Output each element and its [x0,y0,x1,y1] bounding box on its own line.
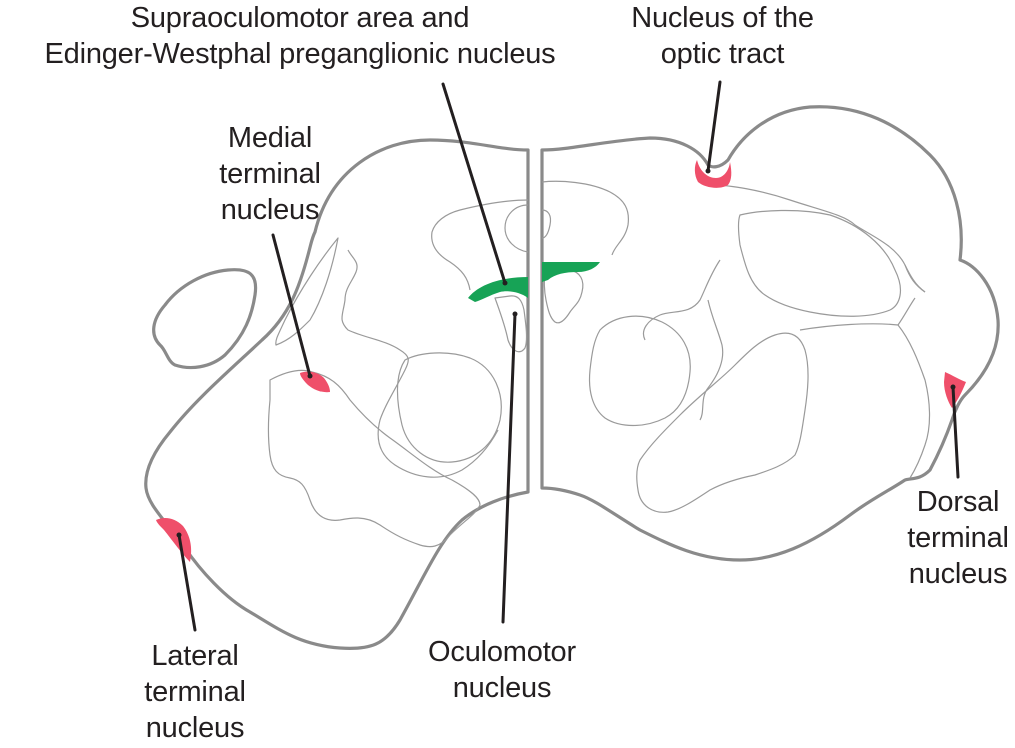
right-aqueduct-wall [541,209,552,239]
label-line: Oculomotor [428,636,576,668]
leader-supraoculomotor [441,82,507,285]
label-line: terminal [219,158,321,190]
label-line: nucleus [145,712,245,744]
label-line: Nucleus of the [631,2,814,34]
left-detached-oval [152,268,258,370]
left-substantia-nigra [267,369,481,548]
label-lateral-terminal-nucleus: Lateral terminal nucleus [130,638,260,746]
label-medial-terminal-nucleus: Medial terminal nucleus [205,120,335,228]
leader-dot-medial-terminal [307,373,313,379]
label-dorsal-terminal-nucleus: Dorsal terminal nucleus [893,484,1015,592]
label-line: Supraoculomotor area and [130,2,470,34]
midline-aqueduct [504,204,529,253]
right-hemisection-outline [540,105,1000,562]
dorsal-terminal-nucleus [944,372,966,408]
label-line: nucleus [220,194,320,226]
right-red-nucleus [588,315,691,427]
supraoculomotor-area-left [468,277,528,302]
label-line: Edinger-Westphal preganglionic nucleus [44,38,556,70]
label-line: nucleus [452,672,552,704]
left-cerebral-peduncle-boundary [341,249,499,478]
left-lateral-boundary [275,237,339,346]
leader-oculomotor [501,312,517,624]
label-line: nucleus [908,558,1008,590]
right-mgn-region [737,209,902,317]
left-red-nucleus [396,352,502,463]
leader-dorsal-terminal [951,385,960,479]
label-oculomotor-nucleus: Oculomotor nucleus [412,634,592,706]
label-nucleus-of-optic-tract: Nucleus of the optic tract [615,0,830,72]
right-lateral-boundary [897,264,926,326]
leader-dot-dorsal-terminal [950,384,956,390]
leader-lateral-terminal [177,533,197,632]
leader-dot-oculomotor [512,311,518,317]
nucleus-of-optic-tract [694,160,732,188]
supraoculomotor-area-right [542,262,600,282]
label-line: Medial [227,122,313,154]
medial-terminal-nucleus [300,371,330,393]
label-line: Dorsal [916,486,1000,518]
left-tectum-boundary [431,199,529,291]
leader-dot-nucleus-optic-tract [705,168,711,174]
right-substantia-nigra [636,332,809,513]
label-line: terminal [907,522,1009,554]
left-oculomotor-complex [494,295,528,353]
leader-medial-terminal [271,233,312,378]
label-line: terminal [144,676,246,708]
leader-dot-supraoculomotor [502,280,508,286]
leader-dot-lateral-terminal [176,532,182,538]
label-line: Lateral [151,640,239,672]
label-supraoculomotor-area: Supraoculomotor area and Edinger-Westpha… [0,0,600,72]
right-central-tract [642,259,724,421]
right-peduncle-boundary [799,323,931,479]
leader-nucleus-optic-tract [706,80,722,173]
label-line: optic tract [660,38,785,70]
left-hemisection-outline [144,138,530,650]
right-tectum-boundary [541,180,630,256]
